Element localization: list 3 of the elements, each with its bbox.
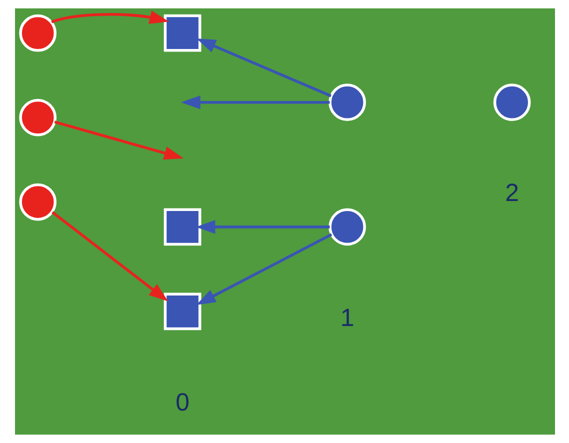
- label: 1: [340, 304, 354, 332]
- label: 0: [175, 388, 189, 416]
- label: 2: [504, 179, 519, 208]
